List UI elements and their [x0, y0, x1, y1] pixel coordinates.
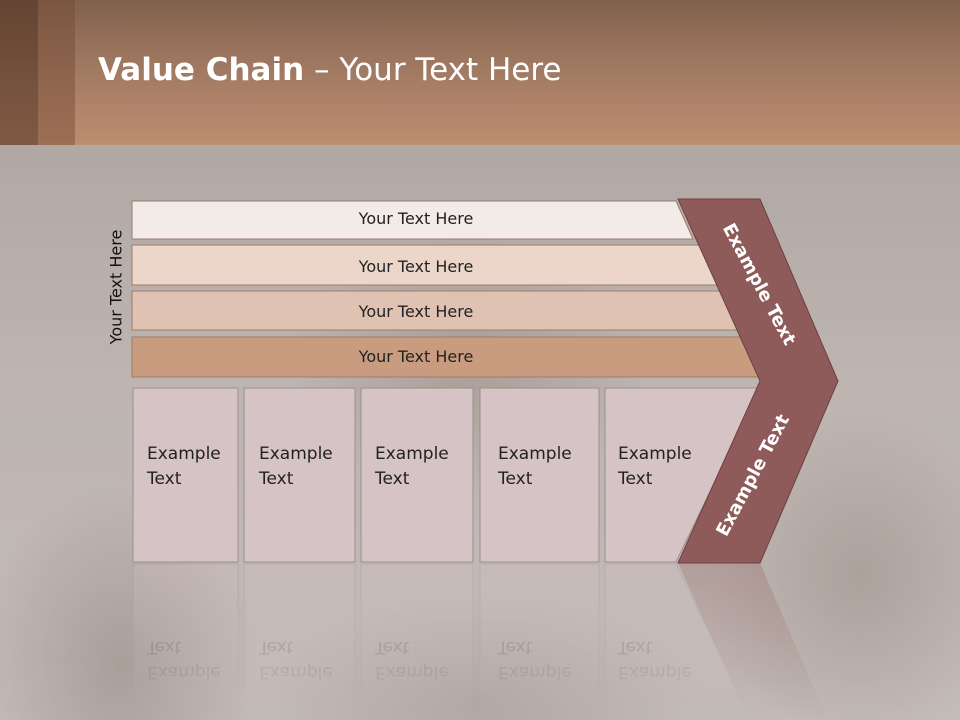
- chevron-arrow: [677, 198, 839, 564]
- step-box-reflection-text: Text: [617, 637, 653, 657]
- step-box-line1-3: Example: [375, 444, 449, 464]
- step-box-line2-3: Text: [374, 469, 410, 489]
- bar-label-2: Your Text Here: [358, 257, 474, 276]
- step-box-reflection: [360, 563, 474, 720]
- step-box-line2-4: Text: [497, 469, 533, 489]
- step-box-line1-4: Example: [498, 444, 572, 464]
- step-box-line1-5: Example: [618, 444, 692, 464]
- step-box-1: [132, 387, 239, 563]
- step-box-reflection-text: Text: [146, 637, 182, 657]
- step-box-4: [479, 387, 600, 563]
- step-box-line2-1: Text: [146, 469, 182, 489]
- bar-1: [131, 200, 694, 240]
- step-box-reflection-text: Example: [259, 662, 333, 682]
- step-box-reflection: [243, 563, 356, 720]
- step-box-reflection-text: Text: [497, 637, 533, 657]
- step-box-reflection-text: Example: [618, 662, 692, 682]
- slide-title-bold: Value Chain: [98, 52, 305, 88]
- step-box-reflection: [604, 563, 752, 720]
- step-box-line2-2: Text: [258, 469, 294, 489]
- bar-label-3: Your Text Here: [358, 302, 474, 321]
- step-box-reflection: [132, 563, 239, 720]
- slide-title-rest: – Your Text Here: [304, 52, 562, 88]
- step-box-2: [243, 387, 356, 563]
- step-box-reflection: [479, 563, 600, 720]
- step-box-reflection-text: Text: [374, 637, 410, 657]
- step-box-3: [360, 387, 474, 563]
- title-banner: Value Chain – Your Text Here: [0, 0, 960, 145]
- banner-overlay: [75, 0, 960, 145]
- step-box-reflection-text: Example: [147, 662, 221, 682]
- slide-title: Value Chain – Your Text Here: [98, 52, 561, 88]
- step-box-line2-5: Text: [617, 469, 653, 489]
- banner-stripe: [0, 0, 38, 145]
- chevron-reflection: [678, 563, 828, 720]
- banner-stripe: [38, 0, 75, 145]
- step-box-reflection-text: Example: [498, 662, 572, 682]
- step-box-reflection-text: Example: [375, 662, 449, 682]
- step-box-line1-2: Example: [259, 444, 333, 464]
- step-box-reflection-text: Text: [258, 637, 294, 657]
- bar-label-1: Your Text Here: [358, 209, 474, 228]
- step-box-line1-1: Example: [147, 444, 221, 464]
- step-box-5: [604, 387, 761, 563]
- bar-label-4: Your Text Here: [358, 347, 474, 366]
